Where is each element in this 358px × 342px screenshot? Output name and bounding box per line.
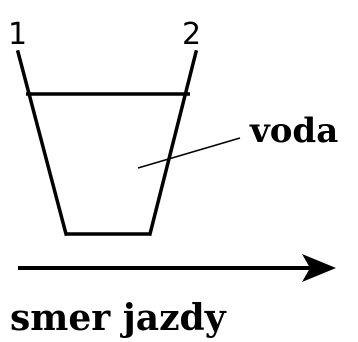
label-direction: smer jazdy xyxy=(10,297,227,339)
direction-arrow-head xyxy=(302,254,336,282)
label-point-1: 1 xyxy=(8,17,27,52)
label-water: voda xyxy=(249,111,338,151)
vessel-right-wall xyxy=(147,49,199,237)
vessel-left-wall xyxy=(15,49,69,237)
arrow-right-icon xyxy=(18,254,336,282)
water-leader-line xyxy=(137,137,241,169)
label-point-2: 2 xyxy=(182,17,201,52)
